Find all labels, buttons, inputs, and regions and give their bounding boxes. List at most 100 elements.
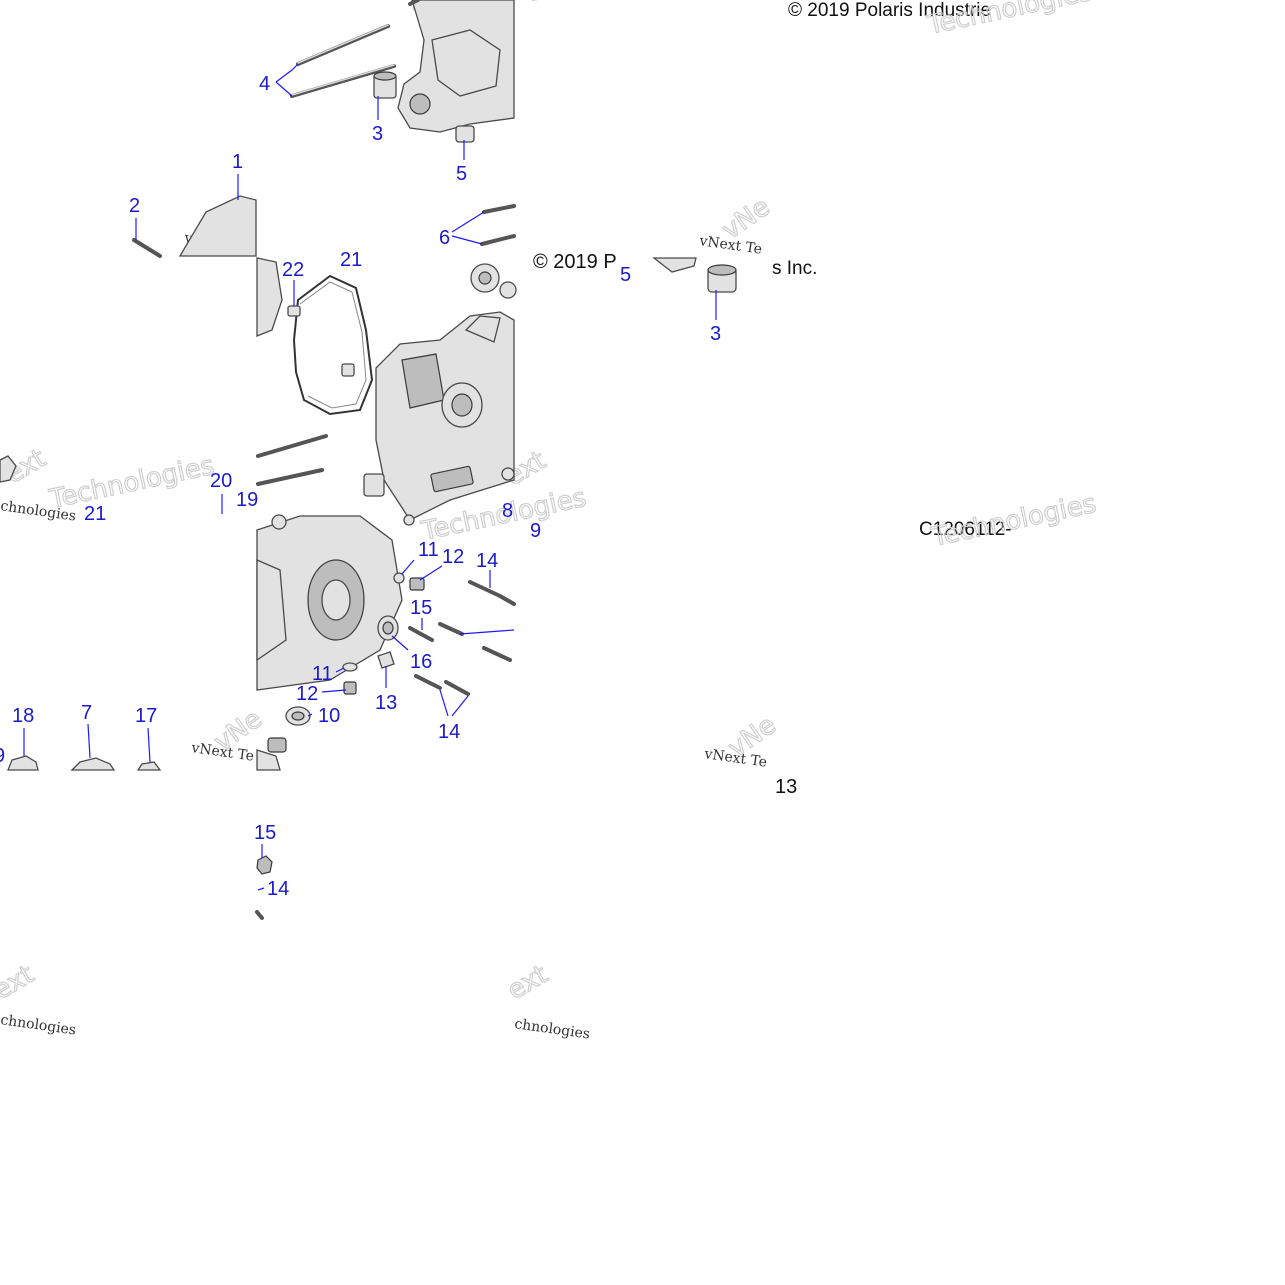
- tile-center-crankcase: [256, 257, 517, 526]
- bolt-2: [132, 238, 162, 258]
- leader-17: [147, 727, 151, 763]
- callout-17: 17: [135, 705, 157, 727]
- leader-14d: [451, 695, 469, 717]
- callout-8: 8: [502, 500, 513, 522]
- leader-4: [275, 63, 299, 83]
- tile-bottom-bolts: [255, 855, 273, 920]
- callout-16: 16: [410, 651, 432, 673]
- small-dowel: [403, 514, 415, 526]
- callout-14: 14: [476, 550, 498, 572]
- spacer-3-top: [373, 71, 397, 81]
- callout-14: 14: [438, 721, 460, 743]
- crankcase-boss: [409, 93, 431, 115]
- bolt-14-a: [468, 580, 502, 598]
- crankcase-half-edge: [256, 257, 283, 337]
- callout-3: 3: [372, 123, 383, 145]
- leader-6b: [451, 235, 483, 245]
- crankcase-pocket: [401, 353, 445, 409]
- callout-1: 1: [232, 151, 243, 173]
- gasket-21-inner: [299, 281, 367, 409]
- callout-21: 21: [340, 249, 362, 271]
- callout-3: 3: [710, 323, 721, 345]
- leader-7: [87, 723, 91, 759]
- dowel-22: [287, 305, 301, 317]
- watermark-text: ext: [0, 960, 39, 1007]
- bearing-7: [70, 757, 116, 771]
- leader-12b: [321, 689, 347, 693]
- seal-10-inner: [291, 711, 305, 721]
- tile-right-spacer: © 2019 P: [533, 251, 737, 293]
- callout-4: 4: [259, 73, 270, 95]
- copyright-cutoff: © 2019 P: [533, 251, 617, 273]
- sensor-13: [377, 651, 395, 669]
- bolt-14-e: [444, 680, 470, 696]
- gasket-21: [292, 274, 374, 416]
- part-code: C1206112-: [919, 519, 1012, 540]
- callout-22: 22: [282, 259, 304, 281]
- dowel-lower: [363, 473, 385, 497]
- leader-10: [307, 713, 313, 717]
- leader-14e: [257, 887, 265, 891]
- washer-11b: [342, 662, 358, 672]
- bearing-17: [136, 761, 162, 771]
- stud-19-upper: [256, 434, 328, 458]
- tile-lower-cover: [256, 514, 516, 771]
- leader-12a: [419, 565, 443, 581]
- callout-21: 21: [84, 503, 106, 525]
- callout-15: 15: [254, 822, 276, 844]
- watermark-text: Technologies: [924, 0, 1095, 41]
- bolt-head-15: [256, 855, 273, 875]
- callout-9: 9: [0, 745, 5, 767]
- callout-20: 20: [210, 470, 232, 492]
- callout-18: 18: [12, 705, 34, 727]
- watermark-text: Technologies: [46, 451, 217, 515]
- bearing-edge: [499, 281, 517, 299]
- cover-rib: [256, 559, 287, 662]
- washer-11: [393, 572, 405, 584]
- leader-6a: [451, 211, 485, 233]
- callout-9: 9: [530, 520, 541, 542]
- tile-top-studs: [132, 0, 516, 258]
- stud-upper: [296, 24, 390, 66]
- callouts: 4 3 5 1 2 6 22 21 5 3 20 19 21 8 9 11 12…: [0, 73, 797, 900]
- crankcase-flange: [464, 315, 501, 343]
- watermark-text: chnologies: [0, 1012, 77, 1038]
- dowel-5: [455, 125, 475, 143]
- dowel-gasket: [341, 363, 355, 377]
- stud-6-upper: [482, 204, 516, 214]
- bracket-5: [652, 257, 697, 273]
- callout-12: 12: [296, 683, 318, 705]
- watermark-text: ext: [503, 960, 554, 1007]
- cover-boss: [271, 514, 287, 530]
- bolt-14-bottom: [255, 910, 264, 920]
- bolt-14-c: [482, 646, 512, 662]
- plug-12b: [343, 681, 357, 695]
- stud-lower: [290, 64, 396, 98]
- crankcase-label-plate: [430, 465, 474, 493]
- cover-lower-edge: [256, 749, 281, 771]
- stud-top-edge: [408, 0, 420, 6]
- stud-upper-highlight: [297, 24, 389, 64]
- bearing-top-inner: [478, 271, 492, 285]
- callout-10: 10: [318, 705, 340, 727]
- bearing-18: [7, 755, 39, 771]
- copyright-fragment: s Inc.: [772, 258, 817, 279]
- callout-13: 13: [775, 776, 797, 798]
- callout-11: 11: [312, 663, 333, 685]
- bolt-14-a-end: [498, 594, 516, 606]
- crankcase-left-fragment: [178, 195, 257, 257]
- watermark-text: chnologies: [513, 1016, 591, 1042]
- stud-19-lower: [256, 468, 324, 486]
- callout-19: 19: [236, 489, 258, 511]
- plug-12: [409, 577, 425, 591]
- spacer-3b-top: [707, 264, 737, 276]
- stud-6-lower: [480, 234, 516, 246]
- crankcase-bore-inner: [451, 393, 473, 417]
- callout-7: 7: [81, 702, 92, 724]
- tile-bottom-bearings: [0, 455, 162, 771]
- leader-4b: [275, 81, 293, 97]
- part-left-fragment: [0, 455, 17, 483]
- bolt-15: [408, 626, 434, 642]
- stud-lower-highlight: [291, 64, 395, 96]
